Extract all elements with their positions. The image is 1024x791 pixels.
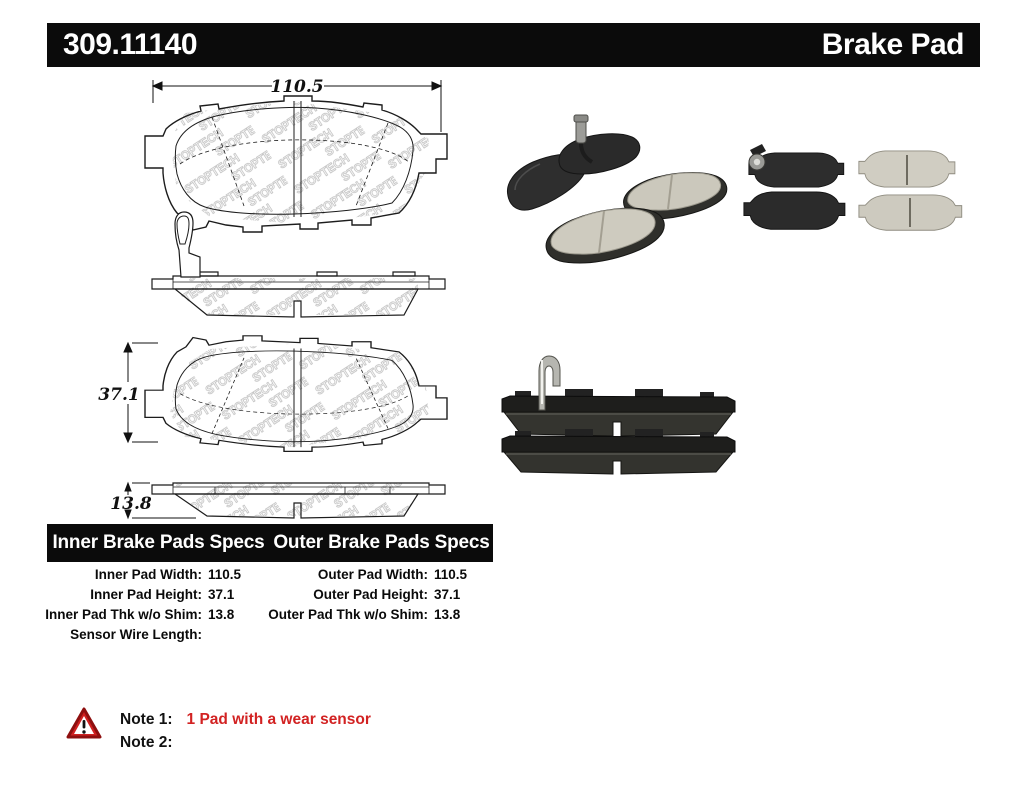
spec-row-inner-width: Inner Pad Width: 110.5 bbox=[30, 567, 241, 587]
spec-label: Inner Pad Thk w/o Shim: bbox=[45, 607, 202, 622]
spec-label: Inner Pad Height: bbox=[90, 587, 202, 602]
spec-value: 110.5 bbox=[434, 567, 468, 582]
note-2-label: Note 2: bbox=[120, 734, 173, 751]
note-2-row: Note 2: bbox=[120, 731, 371, 754]
warning-icon bbox=[66, 707, 102, 741]
specs-header-bar: Inner Brake Pads Specs Outer Brake Pads … bbox=[47, 524, 493, 562]
dimension-thickness-label: 13.8 bbox=[110, 494, 152, 514]
product-photos bbox=[501, 114, 963, 475]
spec-row-outer-width: Outer Pad Width: 110.5 bbox=[258, 567, 467, 587]
dimension-width: 110.5 bbox=[151, 77, 443, 132]
spec-label: Outer Pad Height: bbox=[313, 587, 428, 602]
photo-pad-set-flat bbox=[743, 144, 963, 231]
spec-value: 13.8 bbox=[434, 607, 461, 622]
spec-label: Outer Pad Thk w/o Shim: bbox=[268, 607, 428, 622]
dimension-height: 37.1 bbox=[98, 341, 158, 444]
dimension-height-label: 37.1 bbox=[98, 385, 139, 405]
dimension-width-label: 110.5 bbox=[270, 77, 323, 97]
specs-table-outer: Outer Pad Width: 110.5 Outer Pad Height: 3… bbox=[258, 567, 467, 627]
wear-sensor-drawing bbox=[174, 211, 201, 278]
spec-value: 110.5 bbox=[208, 567, 242, 582]
spec-value: 37.1 bbox=[434, 587, 461, 602]
specs-header-inner: Inner Brake Pads Specs bbox=[52, 532, 265, 553]
front-view-drawing-top bbox=[144, 95, 448, 233]
notes-section: Note 1: 1 Pad with a wear sensor Note 2: bbox=[120, 708, 371, 754]
spec-row-outer-height: Outer Pad Height: 37.1 bbox=[258, 587, 467, 607]
specs-table-inner: Inner Pad Width: 110.5 Inner Pad Height: 3… bbox=[30, 567, 241, 647]
specs-header-outer: Outer Brake Pads Specs bbox=[273, 532, 490, 553]
note-1-row: Note 1: 1 Pad with a wear sensor bbox=[120, 708, 371, 731]
spec-value: 37.1 bbox=[208, 587, 235, 602]
spec-row-sensor-wire-length: Sensor Wire Length: bbox=[30, 627, 241, 647]
spec-row-inner-thickness: Inner Pad Thk w/o Shim: 13.8 bbox=[30, 607, 241, 627]
edge-view-drawing-plain bbox=[151, 482, 446, 519]
wear-sensor-pin bbox=[573, 114, 594, 164]
spec-label: Outer Pad Width: bbox=[317, 567, 428, 582]
photo-pad-set-edge bbox=[501, 355, 736, 475]
edge-view-drawing-sensor bbox=[151, 211, 446, 318]
spec-label: Sensor Wire Length: bbox=[70, 627, 202, 642]
product-type-title: Brake Pad bbox=[821, 28, 965, 61]
wear-sensor-clip bbox=[538, 355, 561, 411]
header-bar: 309.11140 Brake Pad bbox=[47, 23, 980, 67]
front-view-drawing-bottom bbox=[144, 335, 448, 453]
technical-drawing: STOPTECH STOPTECH bbox=[98, 77, 448, 520]
spec-row-inner-height: Inner Pad Height: 37.1 bbox=[30, 587, 241, 607]
note-1-label: Note 1: bbox=[120, 711, 173, 728]
spec-label: Inner Pad Width: bbox=[94, 567, 202, 582]
spec-value: 13.8 bbox=[208, 607, 235, 622]
dimension-thickness: 13.8 bbox=[110, 481, 196, 520]
photo-pad-set-angled bbox=[506, 114, 728, 264]
part-number: 309.11140 bbox=[63, 28, 198, 61]
spec-row-outer-thickness: Outer Pad Thk w/o Shim: 13.8 bbox=[258, 607, 467, 627]
note-1-text: 1 Pad with a wear sensor bbox=[186, 711, 371, 728]
